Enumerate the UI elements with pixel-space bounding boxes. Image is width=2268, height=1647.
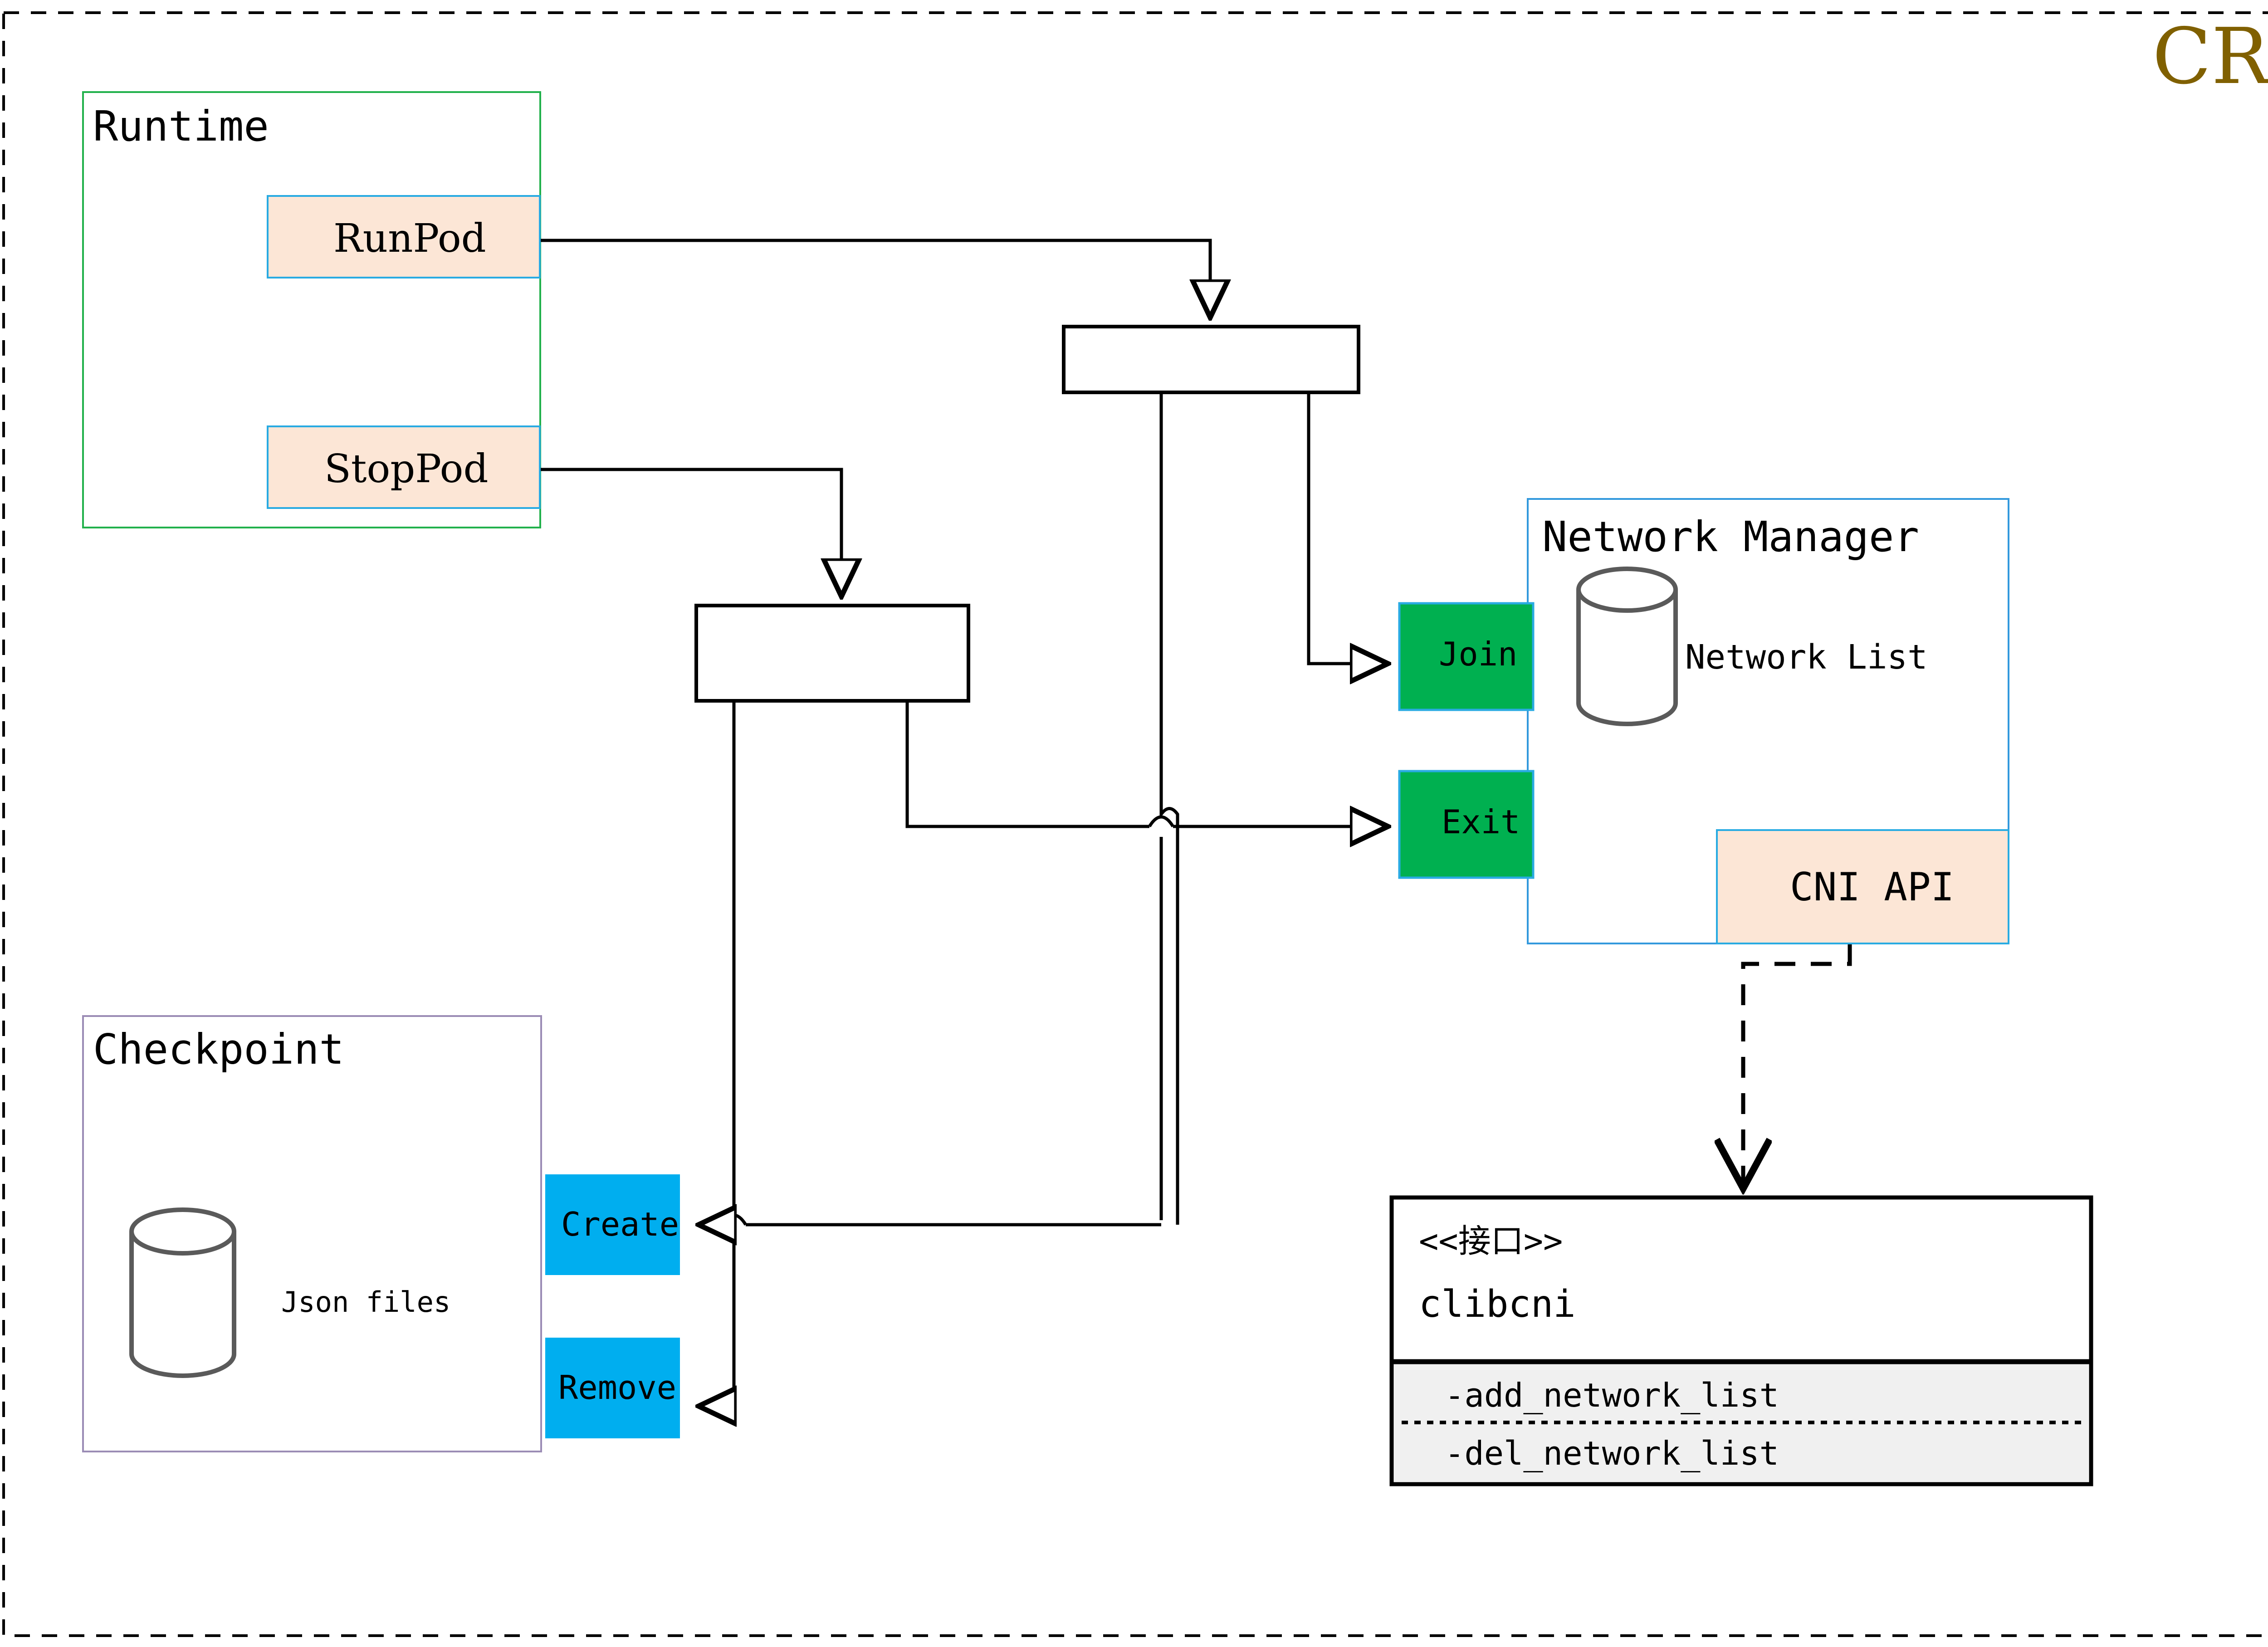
- node-stop-pod: [267, 425, 541, 509]
- node-label-run-pod[interactable]: RunPod: [333, 216, 486, 261]
- interface-name: clibcni: [1419, 1283, 1576, 1326]
- connector-lowerfork-right-leg-to-exit: [905, 701, 1388, 826]
- node-label-join[interactable]: Join: [1439, 635, 1518, 673]
- group-label-network-manager: Network Manager: [1542, 513, 1919, 561]
- group-runtime: [82, 91, 541, 528]
- node-label-cni-api[interactable]: CNI API: [1790, 865, 1955, 910]
- outer-frame: [2, 11, 2268, 1637]
- connector-upperfork-right-leg-to-join: [1307, 391, 1388, 664]
- connector-upperfork-left-leg: [1159, 391, 1179, 1225]
- node-exit: [1398, 770, 1535, 879]
- node-fork-upper: [1062, 325, 1360, 394]
- node-cni-api: [1716, 829, 2009, 944]
- interface-methods-compartment: [1394, 1362, 2088, 1481]
- interface-method-add: -add_network_list: [1445, 1376, 1779, 1414]
- store-label-json-files: Json files: [281, 1285, 451, 1319]
- hop-arc-create-line: [721, 1213, 747, 1226]
- node-label-create[interactable]: Create: [561, 1205, 679, 1243]
- store-label-network-list: Network List: [1685, 638, 1928, 677]
- group-checkpoint: [82, 1015, 542, 1452]
- node-create: [545, 1174, 680, 1275]
- cylinder-database-icon-json-files: [129, 1207, 236, 1378]
- node-label-remove[interactable]: Remove: [558, 1368, 677, 1407]
- node-fork-lower: [694, 604, 970, 703]
- node-label-exit[interactable]: Exit: [1442, 803, 1520, 841]
- group-label-runtime: Runtime: [93, 102, 269, 151]
- group-label-checkpoint: Checkpoint: [93, 1025, 344, 1074]
- page-title: CRI: [2152, 12, 2268, 102]
- interface-method-del: -del_network_list: [1445, 1434, 1779, 1472]
- connector-lowerfork-left-leg: [699, 701, 734, 1406]
- interface-stereotype: <<接口>>: [1419, 1222, 1563, 1260]
- node-remove: [545, 1338, 680, 1438]
- node-join: [1398, 602, 1535, 711]
- connector-stoppod-to-fork: [540, 468, 841, 596]
- hop-arc-exit-line: [1148, 815, 1174, 827]
- node-label-stop-pod[interactable]: StopPod: [324, 446, 489, 492]
- node-run-pod: [267, 195, 541, 279]
- connector-runpod-to-fork: [540, 239, 1210, 318]
- cylinder-database-icon-network-list: [1576, 567, 1678, 726]
- connector-cniapi-to-clibcni: [1743, 946, 1852, 1188]
